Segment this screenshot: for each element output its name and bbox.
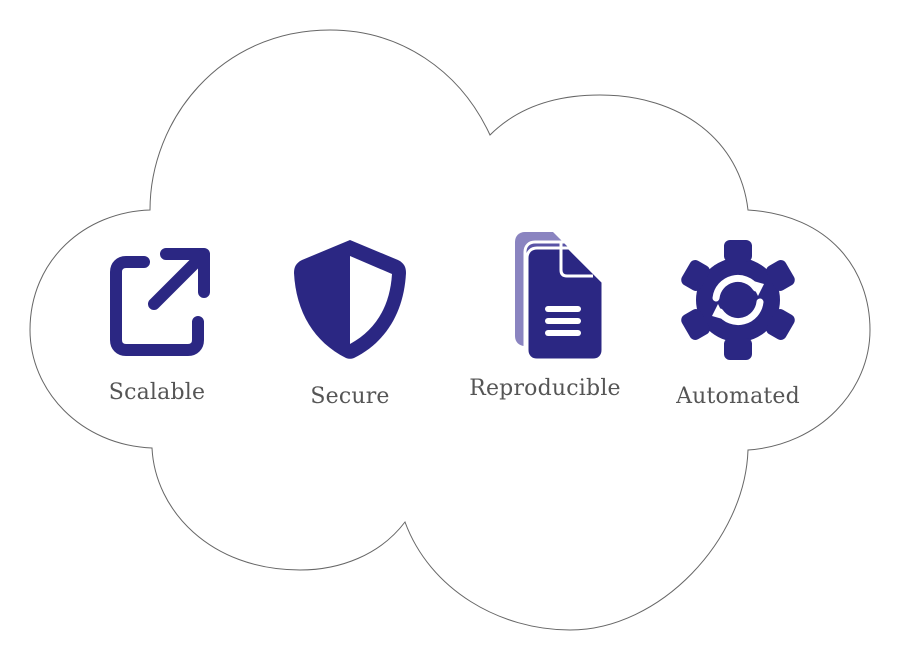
sync-arrows-icon: [712, 275, 764, 325]
feature-automated: Automated: [653, 240, 823, 409]
documents-stack-icon: [515, 232, 605, 362]
feature-secure: Secure: [265, 240, 435, 409]
feature-label: Secure: [310, 384, 390, 409]
external-link-icon: [110, 248, 210, 356]
feature-label: Automated: [676, 384, 800, 409]
feature-reproducible: Reproducible: [460, 232, 630, 401]
feature-scalable: Scalable: [72, 246, 242, 405]
feature-label: Reproducible: [469, 376, 621, 401]
feature-label: Scalable: [108, 380, 206, 405]
gear-sync-icon: [681, 240, 795, 360]
shield-icon: [294, 240, 406, 359]
